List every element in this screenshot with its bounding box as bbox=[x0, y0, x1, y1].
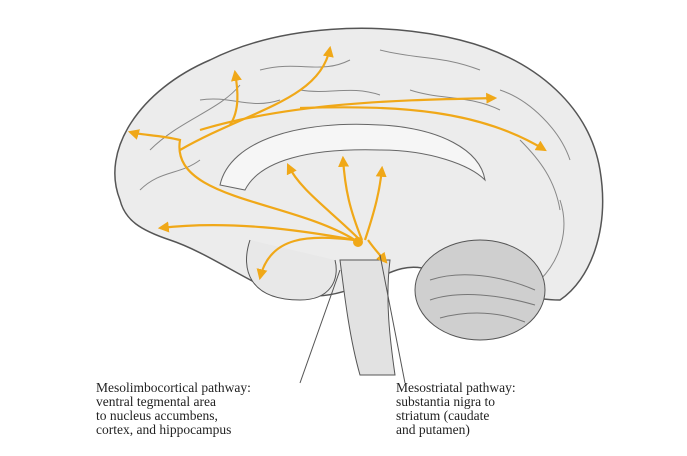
mesostriatal-label: Mesostriatal pathway:substantia nigra to… bbox=[396, 381, 516, 437]
label-line: and putamen) bbox=[396, 422, 470, 437]
cerebellum bbox=[414, 239, 546, 341]
label-line: ventral tegmental area bbox=[96, 394, 216, 409]
mesolimbocortical-label: Mesolimbocortical pathway:ventral tegmen… bbox=[96, 381, 251, 437]
gyri bbox=[139, 49, 571, 281]
label-line: to nucleus accumbens, bbox=[96, 408, 218, 423]
label-line: substantia nigra to bbox=[396, 394, 495, 409]
leader-line-left bbox=[299, 269, 341, 384]
leader-line-right bbox=[379, 254, 406, 384]
brainstem bbox=[339, 259, 396, 376]
dopamine-pathways bbox=[127, 45, 547, 281]
temporal-lobe bbox=[246, 239, 337, 301]
corpus-callosum bbox=[219, 123, 486, 191]
label-line: striatum (caudate bbox=[396, 408, 490, 423]
label-title: Mesostriatal pathway: bbox=[396, 380, 516, 395]
label-title: Mesolimbocortical pathway: bbox=[96, 380, 251, 395]
label-line: cortex, and hippocampus bbox=[96, 422, 232, 437]
ventral-tegmental-area bbox=[353, 237, 363, 247]
